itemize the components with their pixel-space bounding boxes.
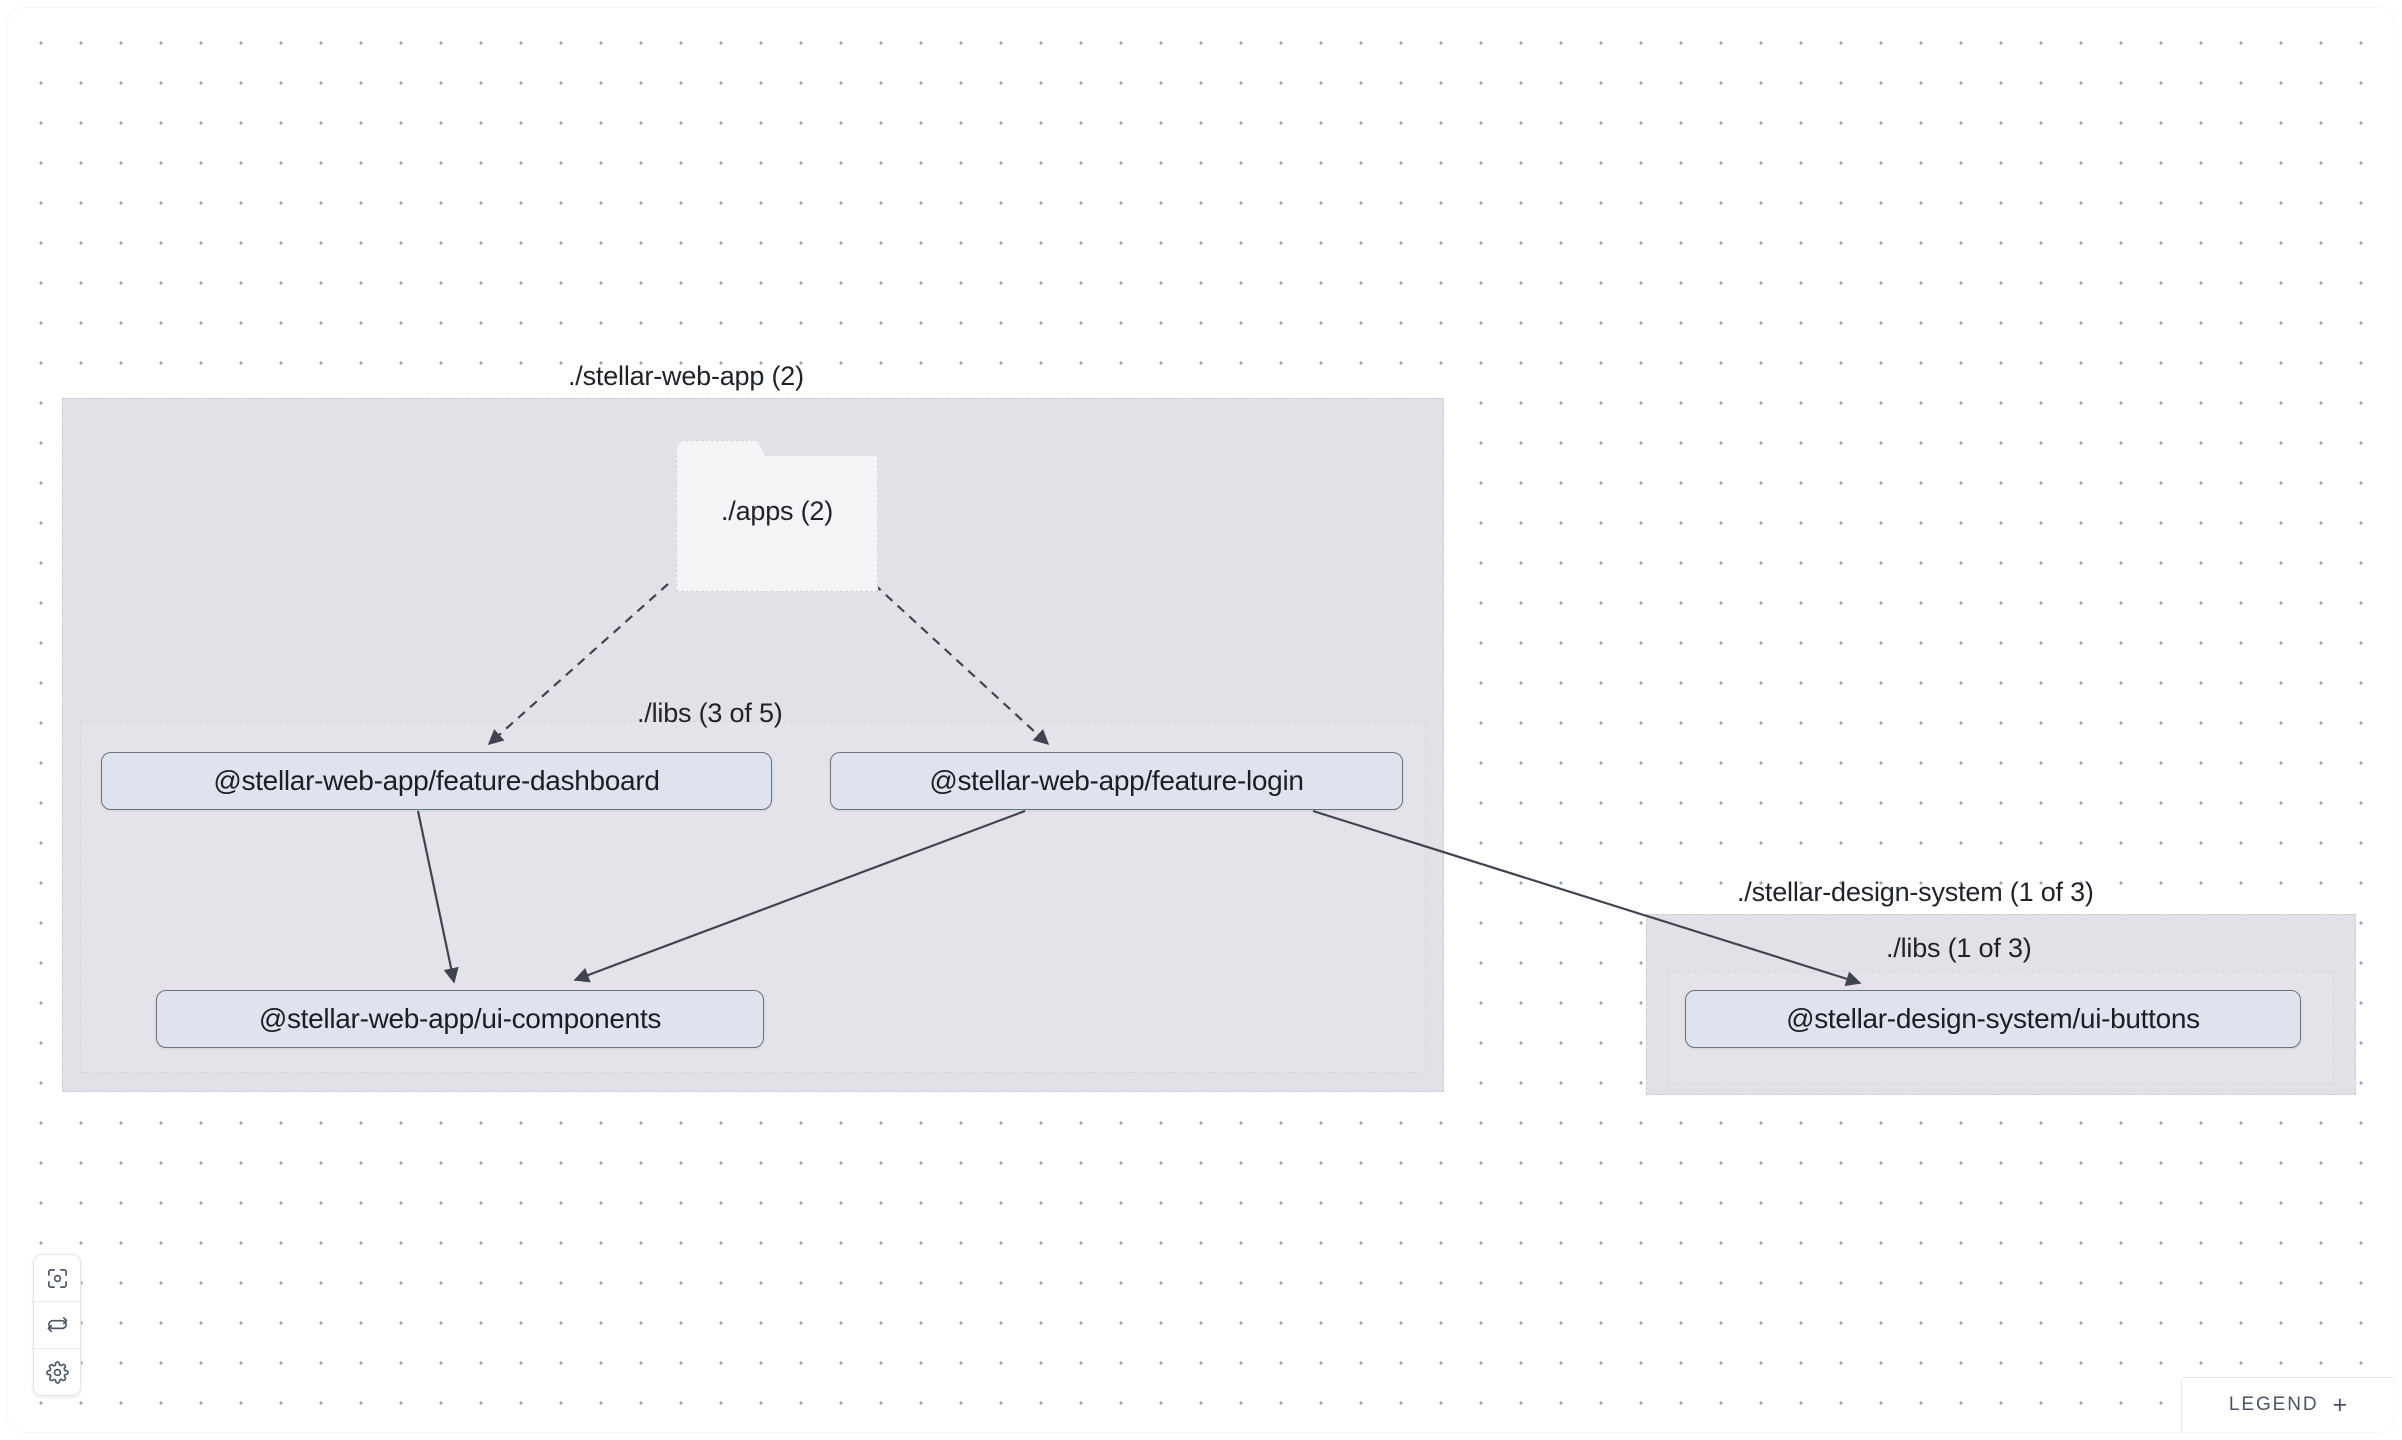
node-ui-buttons[interactable]: @stellar-design-system/ui-buttons [1685, 990, 2301, 1048]
group-title-stellar-web-app-libs: ./libs (3 of 5) [637, 698, 783, 728]
group-title-stellar-design-system-libs: ./libs (1 of 3) [1886, 933, 2032, 963]
plus-icon: + [2332, 1390, 2348, 1419]
canvas-toolbar [33, 1254, 81, 1396]
folder-node-label: ./apps (2) [720, 496, 834, 526]
legend-toggle[interactable]: LEGEND + [2181, 1377, 2394, 1432]
settings-button[interactable] [34, 1349, 80, 1395]
focus-target-icon [46, 1267, 69, 1290]
folder-node-apps[interactable]: ./apps (2) [676, 440, 878, 592]
group-title-stellar-web-app: ./stellar-web-app (2) [568, 361, 804, 391]
focus-button[interactable] [34, 1255, 80, 1302]
refresh-button[interactable] [34, 1302, 80, 1349]
graph-canvas[interactable]: ./stellar-web-app (2) ./libs (3 of 5) ./… [8, 8, 2394, 1432]
folder-shape [676, 440, 878, 592]
refresh-loop-icon [46, 1314, 69, 1337]
legend-label: LEGEND [2228, 1394, 2319, 1415]
node-feature-dashboard[interactable]: @stellar-web-app/feature-dashboard [101, 752, 772, 810]
gear-icon [45, 1360, 69, 1384]
node-feature-login[interactable]: @stellar-web-app/feature-login [830, 752, 1403, 810]
node-ui-components[interactable]: @stellar-web-app/ui-components [156, 990, 764, 1048]
group-title-stellar-design-system: ./stellar-design-system (1 of 3) [1737, 877, 2094, 907]
